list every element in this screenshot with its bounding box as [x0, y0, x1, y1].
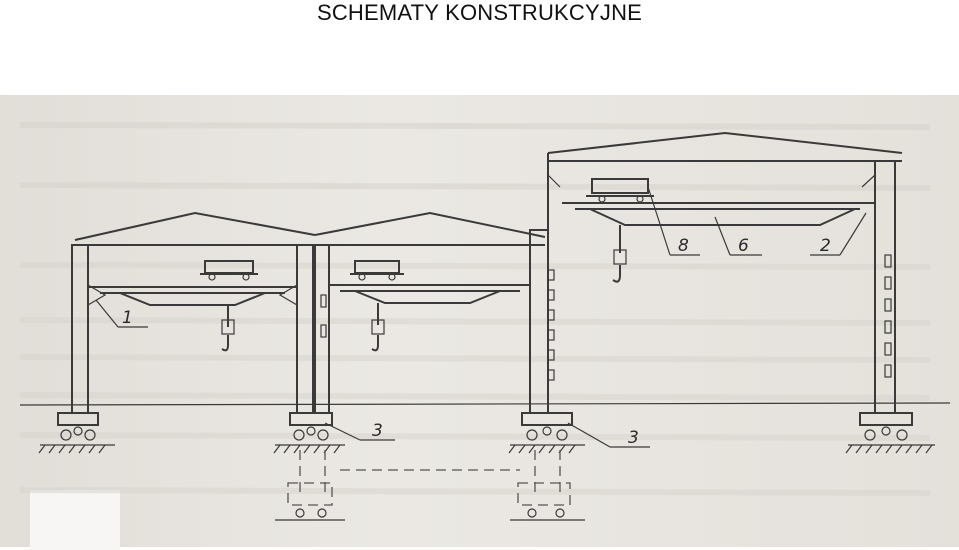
label-3b: 3	[628, 428, 639, 448]
ghost-lower-supports	[275, 450, 585, 521]
right-hook	[612, 265, 621, 283]
slide-title: SCHEMATY KONSTRUKCYJNE	[316, 0, 643, 25]
label-8-leader	[647, 186, 671, 256]
label-8: 8	[678, 236, 689, 256]
middle-crane-bridge	[329, 284, 530, 304]
right-bay	[547, 131, 903, 414]
background-text-lines	[19, 122, 931, 496]
support-bogies	[38, 412, 935, 454]
middle-roof	[314, 211, 546, 238]
left-bracket-2	[278, 284, 298, 306]
label-2: 2	[820, 236, 831, 256]
label-3b-leader	[567, 422, 611, 448]
middle-column-openings	[320, 269, 555, 381]
left-column-inner	[296, 244, 314, 414]
right-column-openings	[884, 254, 892, 378]
right-crane-bridge	[562, 202, 875, 226]
right-roof	[547, 131, 903, 154]
label-1: 1	[122, 308, 133, 328]
left-bay	[71, 211, 316, 414]
scan-blank-patch	[30, 490, 120, 550]
label-3a: 3	[372, 421, 383, 441]
left-crane-bridge	[88, 286, 297, 306]
label-1-leader	[95, 299, 119, 328]
left-hook	[221, 335, 229, 352]
label-6: 6	[738, 236, 749, 256]
right-trolley	[591, 178, 649, 194]
middle-hook	[371, 335, 379, 352]
left-roof	[74, 211, 316, 241]
ground-line	[19, 402, 951, 406]
label-2-leader	[839, 212, 867, 256]
left-column-outer	[71, 244, 89, 414]
label-6-leader	[714, 216, 731, 256]
middle-bay	[314, 211, 555, 414]
gantry-hall-cross-section: 1 2 3 3 6 8	[19, 122, 951, 521]
label-3a-leader	[324, 422, 361, 441]
left-bracket-1	[87, 284, 107, 306]
middle-column-left	[314, 244, 330, 414]
